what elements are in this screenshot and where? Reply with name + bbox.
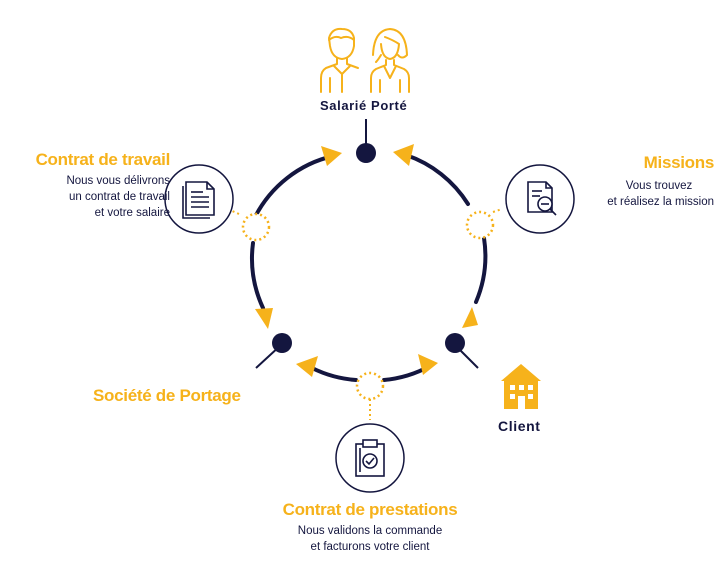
- info-line: Nous validons la commande: [297, 525, 443, 537]
- arc-left: [250, 241, 265, 310]
- info-line: Nous vous délivrons: [66, 175, 170, 187]
- dotted-node-left: [241, 212, 271, 242]
- info-title-contrat-prestations: Contrat de prestations: [282, 500, 458, 519]
- building-icon: [501, 364, 541, 409]
- node-salarie: [356, 143, 376, 163]
- info-line: et facturons votre client: [310, 541, 430, 553]
- clipboard-check-icon: [355, 439, 385, 477]
- arrow-top-right: [393, 144, 414, 166]
- arrow-left-down: [255, 308, 273, 329]
- connector-missions: [492, 208, 503, 213]
- dotted-node-right: [465, 210, 495, 240]
- info-missions: Missions Vous trouvez et réalisez la mis…: [574, 153, 714, 210]
- arc-top-right: [404, 153, 470, 206]
- node-label-client: Client: [498, 418, 541, 434]
- icon-circle-contrat-travail: [164, 164, 234, 234]
- info-line: Vous trouvez: [625, 180, 693, 192]
- arrow-right-up: [462, 307, 478, 328]
- arc-right: [474, 236, 488, 304]
- node-client: [445, 333, 465, 353]
- info-line: et réalisez la mission: [607, 196, 714, 208]
- info-contrat-travail: Contrat de travail Nous vous délivrons u…: [10, 150, 171, 221]
- node-label-salarie: Salarié Porté: [320, 98, 408, 113]
- info-line: et votre salaire: [94, 207, 170, 219]
- document-icon: [182, 181, 215, 219]
- arrow-bottom-right: [418, 354, 438, 375]
- icon-circle-contrat-prestations: [335, 423, 405, 493]
- document-search-icon: [527, 181, 557, 216]
- info-title-missions: Missions: [643, 153, 715, 172]
- dotted-node-bottom: [355, 371, 385, 401]
- arc-top-left: [253, 154, 335, 219]
- info-title-contrat-travail: Contrat de travail: [35, 150, 171, 169]
- connector-contrat-travail: [229, 209, 240, 215]
- man-and-woman-icon: [320, 27, 410, 93]
- node-label-societe: Société de Portage: [93, 386, 241, 405]
- arrow-top-left: [321, 146, 342, 166]
- info-line: un contrat de travail: [68, 191, 170, 203]
- arrow-bottom-left: [296, 356, 318, 377]
- node-societe: [272, 333, 292, 353]
- arc-bottom-left: [310, 366, 358, 382]
- info-contrat-prestations: Contrat de prestations Nous validons la …: [260, 500, 480, 555]
